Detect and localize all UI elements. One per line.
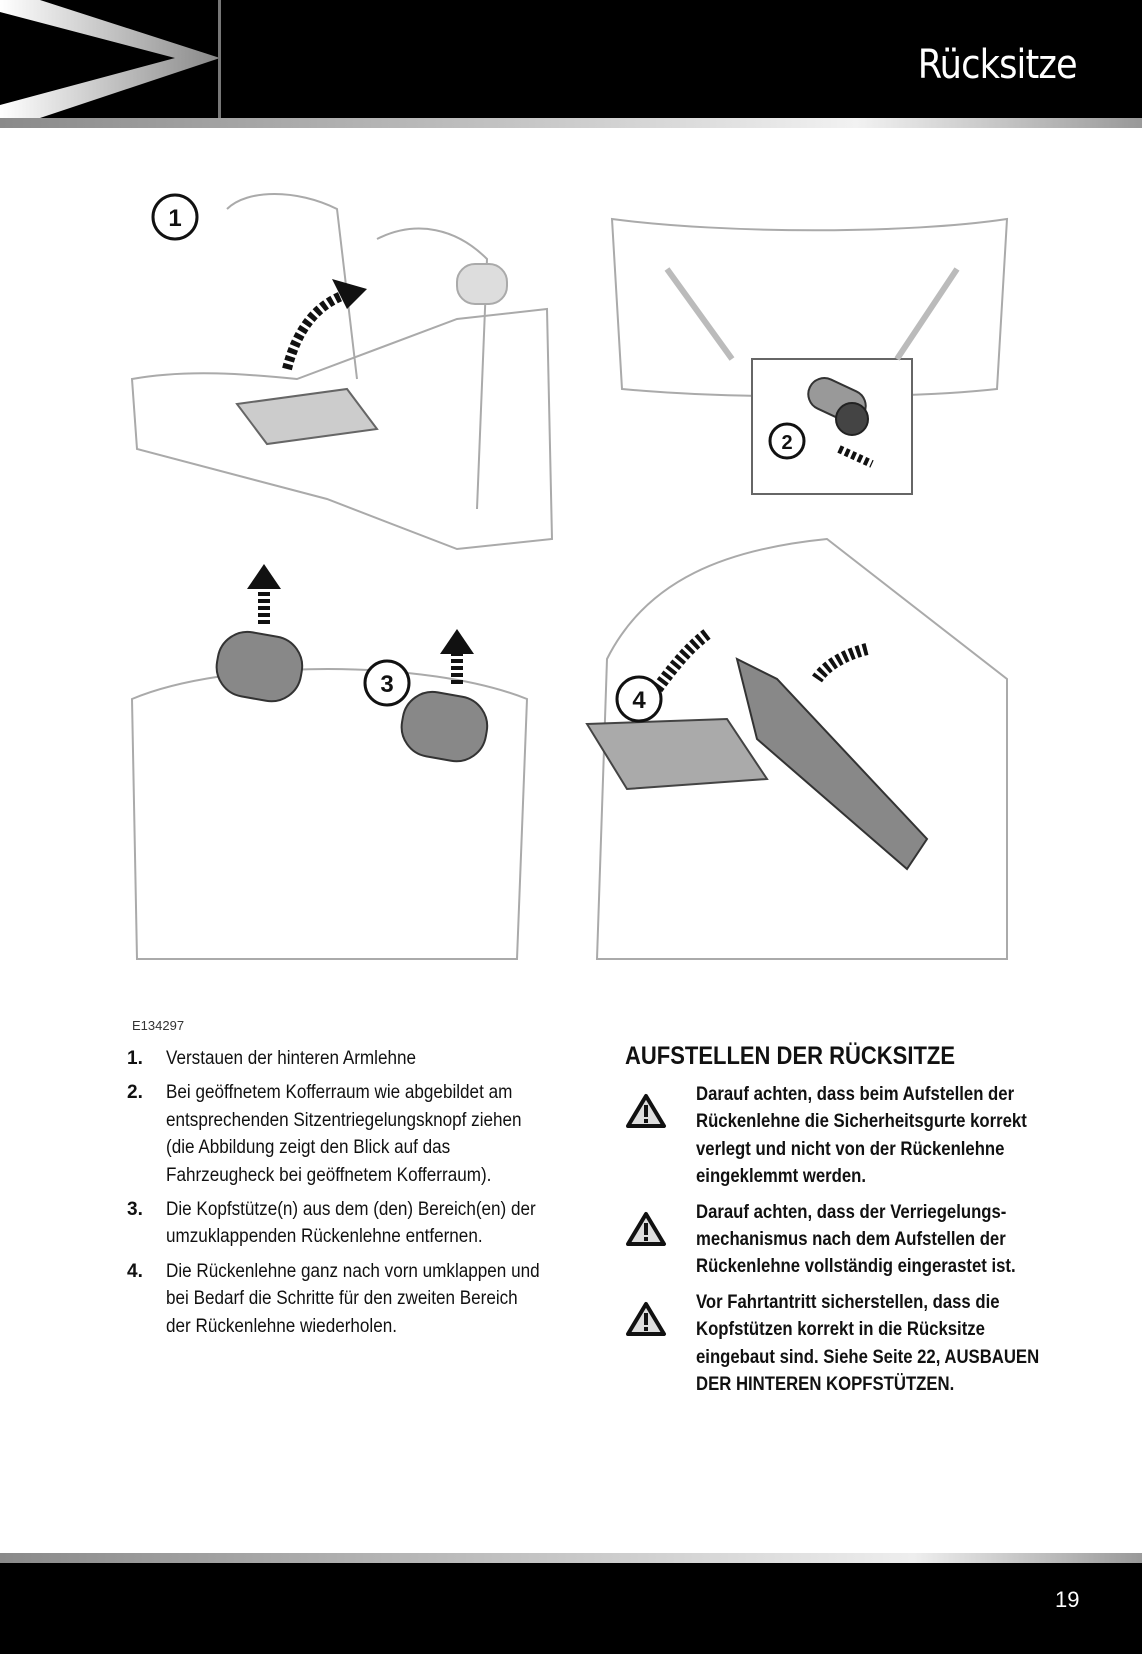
header-divider <box>0 118 1142 128</box>
warning-item: Vor Fahrtantritt sicherstellen, dass die… <box>625 1289 1095 1399</box>
warning-icon <box>625 1199 696 1281</box>
list-item: 2. Bei geöffnetem Kofferraum wie abgebild… <box>127 1079 587 1189</box>
chevron-logo-icon <box>0 0 221 118</box>
step-text: Die Kopfstütze(n) aus dem (den) Bereich(… <box>166 1199 536 1248</box>
page-number: 19 <box>1055 1587 1080 1612</box>
callouts <box>151 193 806 723</box>
step-text: Bei geöffnetem Kofferraum wie abgebildet… <box>166 1082 522 1186</box>
warning-text: Darauf achten, dass beim Aufstellen der … <box>696 1084 1027 1188</box>
panel-2-release <box>610 217 1009 495</box>
section-raise-seats: AUFSTELLEN DER RÜCKSITZE Darauf achten, … <box>625 1042 1095 1406</box>
page-header: Rücksitze <box>0 0 1142 118</box>
footer-divider <box>0 1553 1142 1563</box>
page-title: Rücksitze <box>917 42 1078 88</box>
steps-list: 1. Verstauen der hinteren Armlehne 2. Bei … <box>127 1045 587 1347</box>
panel-1-armrest <box>130 193 554 551</box>
panel-3-headrests <box>130 564 529 960</box>
step-number: 4. <box>127 1260 143 1282</box>
callout-2: 2 <box>781 432 792 454</box>
list-item: 1. Verstauen der hinteren Armlehne <box>127 1045 587 1072</box>
list-item: 3. Die Kopfstütze(n) aus dem (den) Bereic… <box>127 1196 587 1251</box>
step-text: Verstauen der hinteren Armlehne <box>166 1048 417 1069</box>
rear-seat-illustration: 1 2 3 4 <box>130 193 1009 960</box>
callout-3: 3 <box>380 671 393 698</box>
panel-4-fold <box>585 537 1008 960</box>
figure-id: E134297 <box>132 1018 185 1033</box>
list-item: 4. Die Rückenlehne ganz nach vorn umklapp… <box>127 1258 587 1340</box>
callout-1: 1 <box>168 205 181 232</box>
warning-text: Darauf achten, dass der Verriegelungs-me… <box>696 1201 1016 1278</box>
callout-4: 4 <box>632 687 646 714</box>
warning-icon <box>625 1289 696 1399</box>
step-number: 3. <box>127 1199 143 1221</box>
step-number: 1. <box>127 1048 143 1069</box>
page-footer <box>0 1563 1142 1654</box>
step-number: 2. <box>127 1082 143 1104</box>
warning-icon <box>625 1081 696 1191</box>
section-heading: AUFSTELLEN DER RÜCKSITZE <box>625 1042 955 1070</box>
warning-text: Vor Fahrtantritt sicherstellen, dass die… <box>696 1291 1040 1396</box>
warning-item: Darauf achten, dass der Verriegelungs-me… <box>625 1199 1095 1281</box>
warning-item: Darauf achten, dass beim Aufstellen der … <box>625 1081 1095 1191</box>
step-text: Die Rückenlehne ganz nach vorn umklappen… <box>166 1260 540 1337</box>
